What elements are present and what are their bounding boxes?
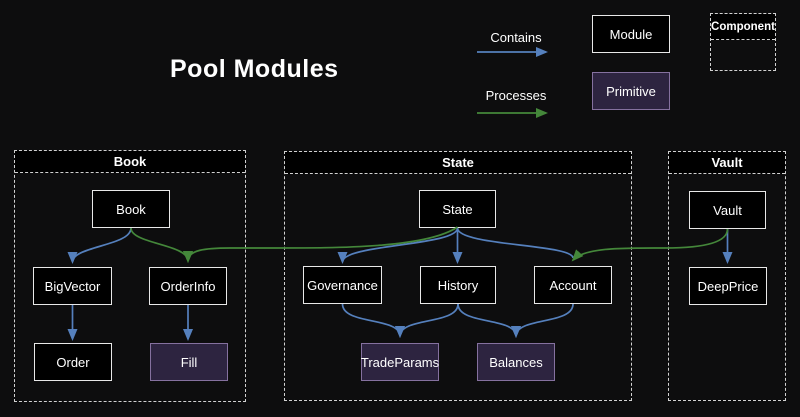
node-governance-label: Governance <box>307 278 378 293</box>
container-state-header: State <box>285 152 631 174</box>
legend-component-box-label: Component <box>711 14 775 40</box>
node-deepprice-label: DeepPrice <box>698 279 759 294</box>
node-book: Book <box>92 190 170 228</box>
node-tradeparams: TradeParams <box>361 343 439 381</box>
container-book-header: Book <box>15 151 245 173</box>
node-account: Account <box>534 266 612 304</box>
node-deepprice: DeepPrice <box>689 267 767 305</box>
node-balances: Balances <box>477 343 555 381</box>
legend-contains-label: Contains <box>477 30 555 45</box>
legend-primitive-box: Primitive <box>592 72 670 110</box>
legend-processes-label: Processes <box>477 88 555 103</box>
legend-primitive-box-label: Primitive <box>606 84 656 99</box>
legend-component-box: Component <box>710 13 776 71</box>
legend-module-box: Module <box>592 15 670 53</box>
node-account-label: Account <box>550 278 597 293</box>
node-orderinfo: OrderInfo <box>149 267 227 305</box>
node-fill-label: Fill <box>181 355 198 370</box>
node-history: History <box>420 266 496 304</box>
node-orderinfo-label: OrderInfo <box>161 279 216 294</box>
node-vault: Vault <box>689 191 766 229</box>
legend-module-box-label: Module <box>610 27 653 42</box>
node-governance: Governance <box>303 266 382 304</box>
diagram-title: Pool Modules <box>170 55 339 84</box>
node-state: State <box>419 190 496 228</box>
node-book-label: Book <box>116 202 146 217</box>
node-fill: Fill <box>150 343 228 381</box>
node-history-label: History <box>438 278 478 293</box>
node-state-label: State <box>442 202 472 217</box>
node-tradeparams-label: TradeParams <box>361 355 439 370</box>
node-bigvector-label: BigVector <box>45 279 101 294</box>
node-order-label: Order <box>56 355 89 370</box>
node-balances-label: Balances <box>489 355 542 370</box>
node-order: Order <box>34 343 112 381</box>
node-vault-label: Vault <box>713 203 742 218</box>
node-bigvector: BigVector <box>33 267 112 305</box>
container-vault-header: Vault <box>669 152 785 174</box>
